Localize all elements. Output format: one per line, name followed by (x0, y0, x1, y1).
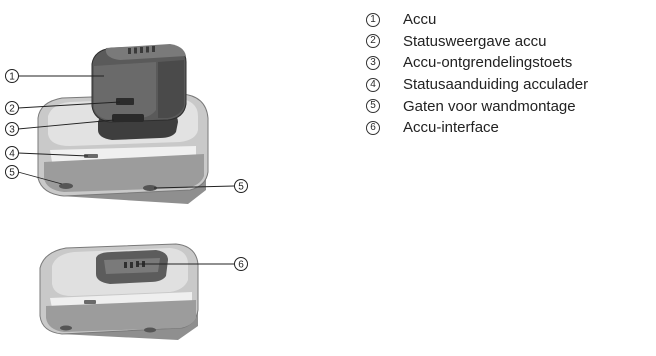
product-figure: 1 2 3 4 5 5 (5, 44, 248, 340)
legend-number: 5 (366, 99, 380, 114)
charger-without-battery (39, 243, 199, 340)
callout-circles-top: 1 2 3 4 5 5 (5, 69, 248, 193)
legend-list: 1 Accu 2 Statusweergave accu 3 Accu-ontg… (366, 9, 588, 139)
callout-5-right-label: 5 (238, 182, 244, 193)
legend-label: Statusweergave accu (403, 32, 547, 50)
callouts-top (17, 75, 235, 189)
legend-item: 4 Statusaanduiding acculader (366, 74, 588, 96)
callout-bottom: 6 (138, 257, 248, 271)
callout-4-label: 4 (9, 149, 15, 160)
legend-label: Gaten voor wandmontage (403, 97, 576, 115)
legend-number: 6 (366, 120, 380, 135)
callout-2-label: 2 (9, 104, 15, 115)
legend-item: 5 Gaten voor wandmontage (366, 95, 588, 117)
legend-number: 3 (366, 55, 380, 70)
legend-number: 1 (366, 12, 380, 27)
legend-number: 4 (366, 77, 380, 92)
charger-illustration: 1 2 3 4 5 5 (5, 44, 248, 340)
charger-with-battery (37, 44, 209, 204)
callout-1-label: 1 (9, 72, 15, 83)
legend-label: Statusaanduiding acculader (403, 76, 589, 94)
legend-number: 2 (366, 34, 380, 49)
callout-6-label: 6 (238, 260, 244, 271)
legend-item: 6 Accu-interface (366, 117, 588, 139)
legend-item: 1 Accu (366, 9, 588, 31)
legend-label: Accu (403, 11, 437, 29)
legend-item: 3 Accu-ontgrendelingstoets (366, 52, 588, 74)
legend-label: Accu-ontgrendelingstoets (403, 54, 573, 72)
callout-5-left-label: 5 (9, 168, 15, 179)
callout-3-label: 3 (9, 125, 15, 136)
legend-item: 2 Statusweergave accu (366, 31, 588, 53)
legend-label: Accu-interface (403, 119, 499, 137)
